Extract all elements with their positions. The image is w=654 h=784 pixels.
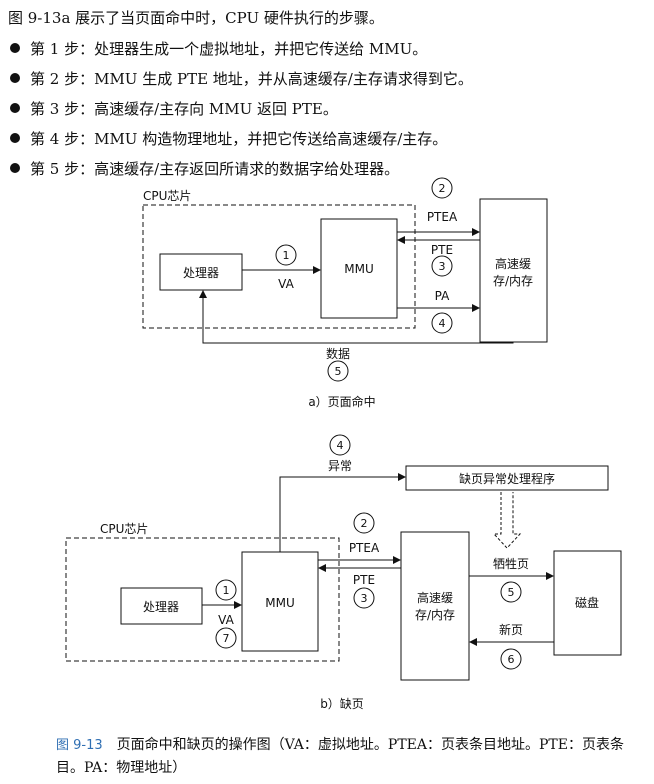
disk-box — [553, 550, 622, 656]
victim-page-label: 牺牲页 — [493, 557, 529, 571]
step-1-number: 1 — [223, 584, 230, 597]
processor-label: 处理器 — [143, 600, 179, 614]
step-3-circle — [353, 587, 375, 609]
step-5-number: 5 — [335, 365, 342, 378]
list-item: 第 1 步：处理器生成一个虚拟地址，并把它传送给 MMU。 — [8, 38, 473, 68]
mmu-box — [241, 551, 319, 652]
step-5-number: 5 — [508, 586, 515, 599]
bullet-icon — [10, 103, 20, 113]
exception-arrow — [279, 473, 406, 552]
page-fault-handler-box — [405, 465, 609, 491]
step-4-circle — [329, 434, 351, 456]
bullet-icon — [10, 163, 20, 173]
cpu-chip-boundary — [142, 204, 416, 329]
list-item: 第 4 步：MMU 构造物理地址，并把它传送给高速缓存/主存。 — [8, 128, 473, 158]
step-2-circle — [431, 177, 453, 199]
step-6-circle — [500, 648, 522, 670]
ptea-label: PTEA — [427, 210, 458, 224]
step-1-number: 1 — [283, 249, 290, 262]
intro-text: 图 9-13a 展示了当页面命中时，CPU 硬件执行的步骤。 — [8, 9, 384, 27]
step-6-number: 6 — [508, 653, 515, 666]
step-5-circle — [327, 360, 349, 382]
figure-number: 图 9-13 — [56, 738, 103, 753]
diagram-b-caption: b）缺页 — [320, 696, 364, 711]
handler-control-arrow — [492, 492, 522, 549]
va-label: VA — [278, 277, 294, 291]
cache-label-line1: 高速缓 — [417, 590, 453, 605]
step-7-circle — [215, 627, 237, 649]
step-list: 第 1 步：处理器生成一个虚拟地址，并把它传送给 MMU。 第 2 步：MMU … — [8, 38, 473, 188]
step-4-circle — [431, 312, 453, 334]
processor-box — [159, 253, 243, 291]
pte-label: PTE — [431, 243, 453, 257]
step-4-number: 4 — [337, 439, 344, 452]
mmu-label: MMU — [344, 262, 374, 276]
cpu-chip-boundary — [65, 537, 340, 662]
cache-memory-box — [479, 198, 548, 343]
step-1-circle — [215, 579, 237, 601]
pa-label: PA — [435, 289, 450, 303]
processor-label: 处理器 — [183, 266, 219, 280]
step-7-number: 7 — [223, 632, 230, 645]
pte-label: PTE — [353, 573, 375, 587]
mmu-label: MMU — [265, 596, 295, 610]
figure-caption-text: 页面命中和缺页的操作图（VA：虚拟地址。PTEA：页表条目地址。PTE：页表条目… — [56, 737, 624, 776]
step-3-circle — [431, 255, 453, 277]
cache-label-line1: 高速缓 — [495, 256, 531, 271]
step-1-circle — [275, 244, 297, 266]
step-2-circle — [353, 512, 375, 534]
cache-memory-box — [400, 531, 470, 681]
diagram-b: CPU芯片 处理器 MMU 高速缓 存/内存 磁盘 缺页异常处理程序 4 异常 … — [65, 434, 622, 711]
ptea-label: PTEA — [349, 541, 380, 555]
step-4-number: 4 — [439, 317, 446, 330]
cache-label-line2: 存/内存 — [415, 608, 455, 622]
data-return-arrow — [199, 290, 514, 344]
mmu-box — [320, 218, 398, 319]
new-page-label: 新页 — [499, 622, 523, 637]
diagram-a-caption: a）页面命中 — [308, 394, 375, 409]
data-label: 数据 — [326, 346, 350, 361]
bullet-icon — [10, 43, 20, 53]
processor-box — [120, 587, 203, 625]
disk-label: 磁盘 — [575, 595, 599, 610]
list-item: 第 5 步：高速缓存/主存返回所请求的数据字给处理器。 — [8, 158, 473, 188]
step-2-number: 2 — [361, 517, 368, 530]
bullet-icon — [10, 133, 20, 143]
bullet-icon — [10, 73, 20, 83]
list-item: 第 2 步：MMU 生成 PTE 地址，并从高速缓存/主存请求得到它。 — [8, 68, 473, 98]
exception-label: 异常 — [328, 459, 352, 473]
cache-label-line2: 存/内存 — [493, 274, 533, 288]
step-2-number: 2 — [439, 182, 446, 195]
page-fault-handler-label: 缺页异常处理程序 — [459, 471, 555, 486]
cpu-chip-label: CPU芯片 — [100, 522, 148, 536]
cpu-chip-label: CPU芯片 — [143, 189, 191, 203]
step-3-number: 3 — [361, 592, 368, 605]
step-5-circle — [500, 581, 522, 603]
list-item: 第 3 步：高速缓存/主存向 MMU 返回 PTE。 — [8, 98, 473, 128]
va-label: VA — [218, 613, 234, 627]
diagram-a: CPU芯片 处理器 MMU 高速缓 存/内存 1 VA 2 PTEA PTE 3… — [142, 177, 548, 409]
step-3-number: 3 — [439, 260, 446, 273]
